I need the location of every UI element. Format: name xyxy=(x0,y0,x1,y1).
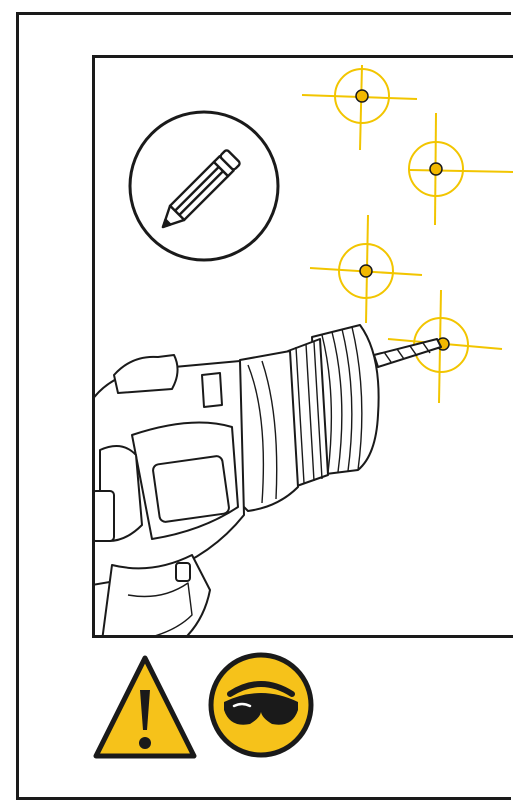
illustration-panel xyxy=(92,55,513,638)
safety-warning-row xyxy=(90,650,330,766)
warning-triangle-icon xyxy=(93,655,197,759)
drilling-illustration xyxy=(95,64,513,635)
pencil-icon xyxy=(128,110,280,262)
drill-target-marker xyxy=(301,64,418,151)
drill-target-marker xyxy=(309,214,423,324)
safety-glasses-icon xyxy=(208,652,314,758)
page-frame xyxy=(16,12,511,800)
drill-icon xyxy=(95,324,442,635)
drill-target-marker xyxy=(408,112,513,226)
